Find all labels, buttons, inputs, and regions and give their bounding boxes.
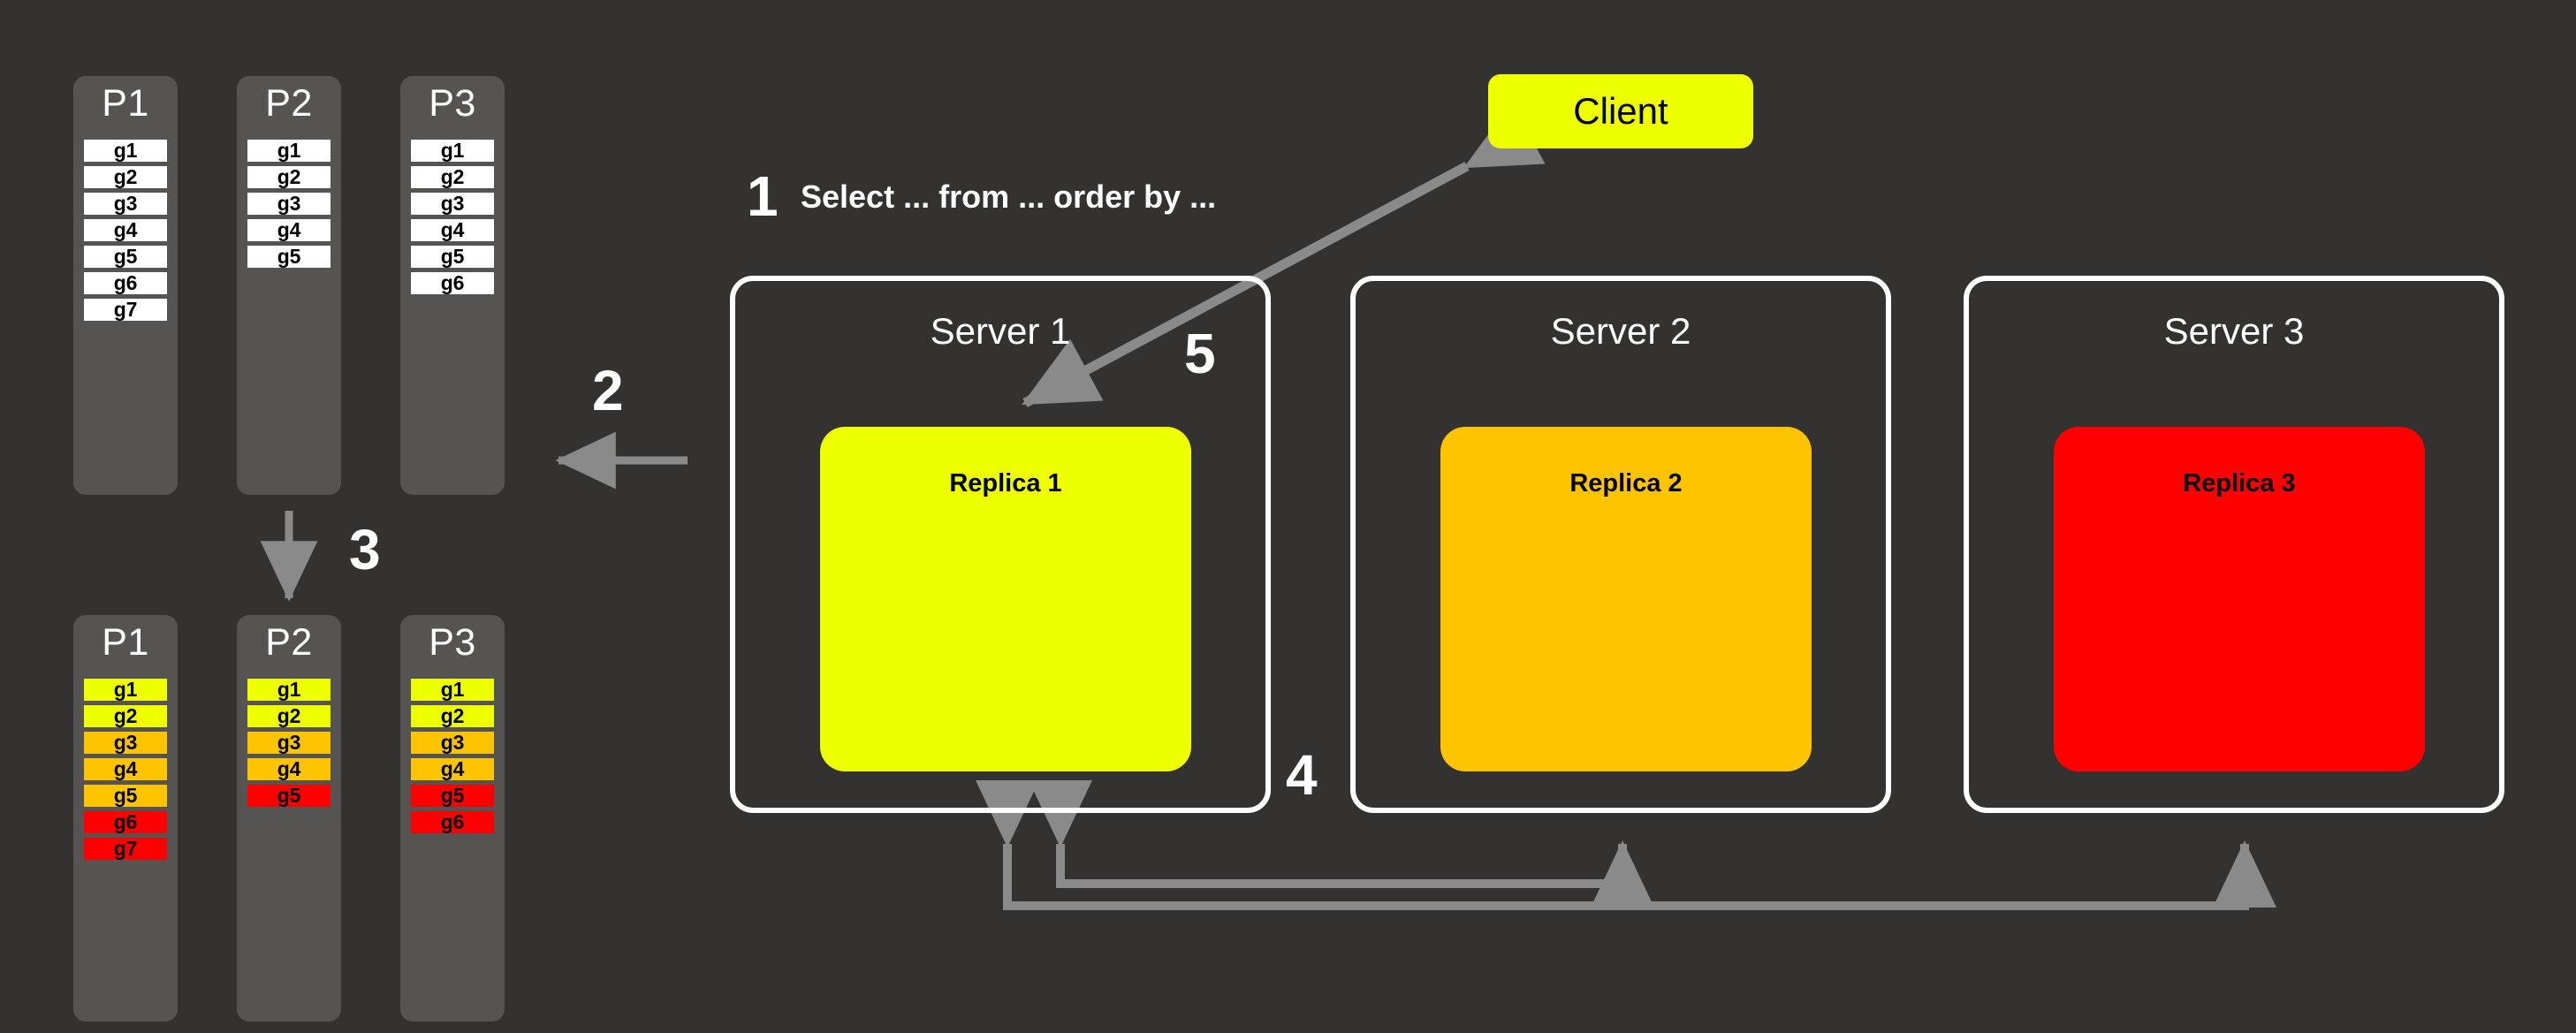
partition-cell: g5: [411, 785, 494, 807]
partition-cell: g2: [247, 166, 331, 188]
replica-label: Replica 1: [949, 469, 1062, 498]
arrow-step-4-server2: [1028, 780, 1655, 908]
partition-title: P3: [429, 82, 476, 125]
server-node-1[interactable]: Server 1 Replica 1: [730, 276, 1271, 813]
partition-before-p2[interactable]: P2 g1 g2 g3 g4 g5: [237, 76, 341, 495]
partition-cell: g4: [247, 219, 331, 241]
partition-cell: g2: [84, 705, 167, 727]
partition-cell: g7: [84, 299, 167, 321]
partition-cell: g4: [84, 758, 167, 780]
partition-cell: g1: [84, 140, 167, 162]
client-label: Client: [1573, 90, 1668, 132]
replica-label: Replica 3: [2183, 469, 2296, 498]
step-number-1: 1: [747, 164, 779, 228]
partition-cell: g5: [411, 246, 494, 268]
partition-title: P3: [429, 621, 476, 664]
partition-after-p1[interactable]: P1 g1 g2 g3 g4 g5 g6 g7: [73, 615, 178, 1022]
partition-cell: g3: [84, 732, 167, 754]
server-title: Server 3: [2163, 310, 2305, 352]
client-node[interactable]: Client: [1488, 74, 1753, 148]
partition-cell: g3: [411, 732, 494, 754]
partition-cell: g2: [411, 166, 494, 188]
partition-cell: g4: [247, 758, 331, 780]
partition-cell: g3: [247, 732, 331, 754]
partition-cell: g4: [84, 219, 167, 241]
partition-title: P1: [102, 82, 149, 125]
replica-node-3[interactable]: Replica 3: [2054, 427, 2425, 771]
replica-node-2[interactable]: Replica 2: [1440, 427, 1812, 771]
partition-cell: g5: [84, 785, 167, 807]
partition-title: P2: [265, 621, 313, 664]
partition-cell: g6: [411, 811, 494, 833]
server-node-2[interactable]: Server 2 Replica 2: [1350, 276, 1891, 813]
partition-cells: g1 g2 g3 g4 g5: [247, 679, 331, 811]
step-number-4: 4: [1286, 743, 1318, 807]
replica-node-1[interactable]: Replica 1: [820, 427, 1191, 771]
server-node-3[interactable]: Server 3 Replica 3: [1964, 276, 2504, 813]
replica-label: Replica 2: [1569, 469, 1683, 498]
partition-cell: g2: [247, 705, 331, 727]
step-number-5: 5: [1184, 322, 1216, 385]
partition-cell: g1: [411, 679, 494, 701]
server-title: Server 1: [930, 310, 1071, 352]
partition-cell: g1: [247, 679, 331, 701]
partition-cell: g5: [247, 785, 331, 807]
partition-cells: g1 g2 g3 g4 g5: [247, 140, 331, 272]
partition-cell: g5: [84, 246, 167, 268]
partition-cell: g3: [84, 193, 167, 215]
partition-title: P2: [265, 82, 313, 125]
partition-cell: g3: [411, 193, 494, 215]
partition-cell: g6: [411, 272, 494, 294]
partition-cells: g1 g2 g3 g4 g5 g6: [411, 140, 494, 299]
partition-cell: g5: [247, 246, 331, 268]
partition-cell: g1: [411, 140, 494, 162]
partition-cell: g7: [84, 838, 167, 860]
partition-cell: g1: [84, 679, 167, 701]
partition-before-p3[interactable]: P3 g1 g2 g3 g4 g5 g6: [400, 76, 505, 495]
partition-cells: g1 g2 g3 g4 g5 g6 g7: [84, 679, 167, 864]
partition-cell: g6: [84, 811, 167, 833]
partition-cell: g1: [247, 140, 331, 162]
step-number-3: 3: [349, 518, 381, 581]
partition-after-p3[interactable]: P3 g1 g2 g3 g4 g5 g6: [400, 615, 505, 1022]
partition-cell: g3: [247, 193, 331, 215]
partition-title: P1: [102, 621, 149, 664]
partition-cell: g2: [84, 166, 167, 188]
partition-cell: g4: [411, 758, 494, 780]
partition-cells: g1 g2 g3 g4 g5 g6 g7: [84, 140, 167, 325]
arrow-step-4-server3: [975, 780, 2277, 910]
server-title: Server 2: [1550, 310, 1691, 352]
partition-cell: g6: [84, 272, 167, 294]
query-label: Select ... from ... order by ...: [801, 178, 1217, 215]
partition-cell: g2: [411, 705, 494, 727]
partition-before-p1[interactable]: P1 g1 g2 g3 g4 g5 g6 g7: [73, 76, 178, 495]
partition-cell: g4: [411, 219, 494, 241]
partition-cells: g1 g2 g3 g4 g5 g6: [411, 679, 494, 838]
step-number-2: 2: [592, 359, 624, 422]
partition-after-p2[interactable]: P2 g1 g2 g3 g4 g5: [237, 615, 341, 1022]
